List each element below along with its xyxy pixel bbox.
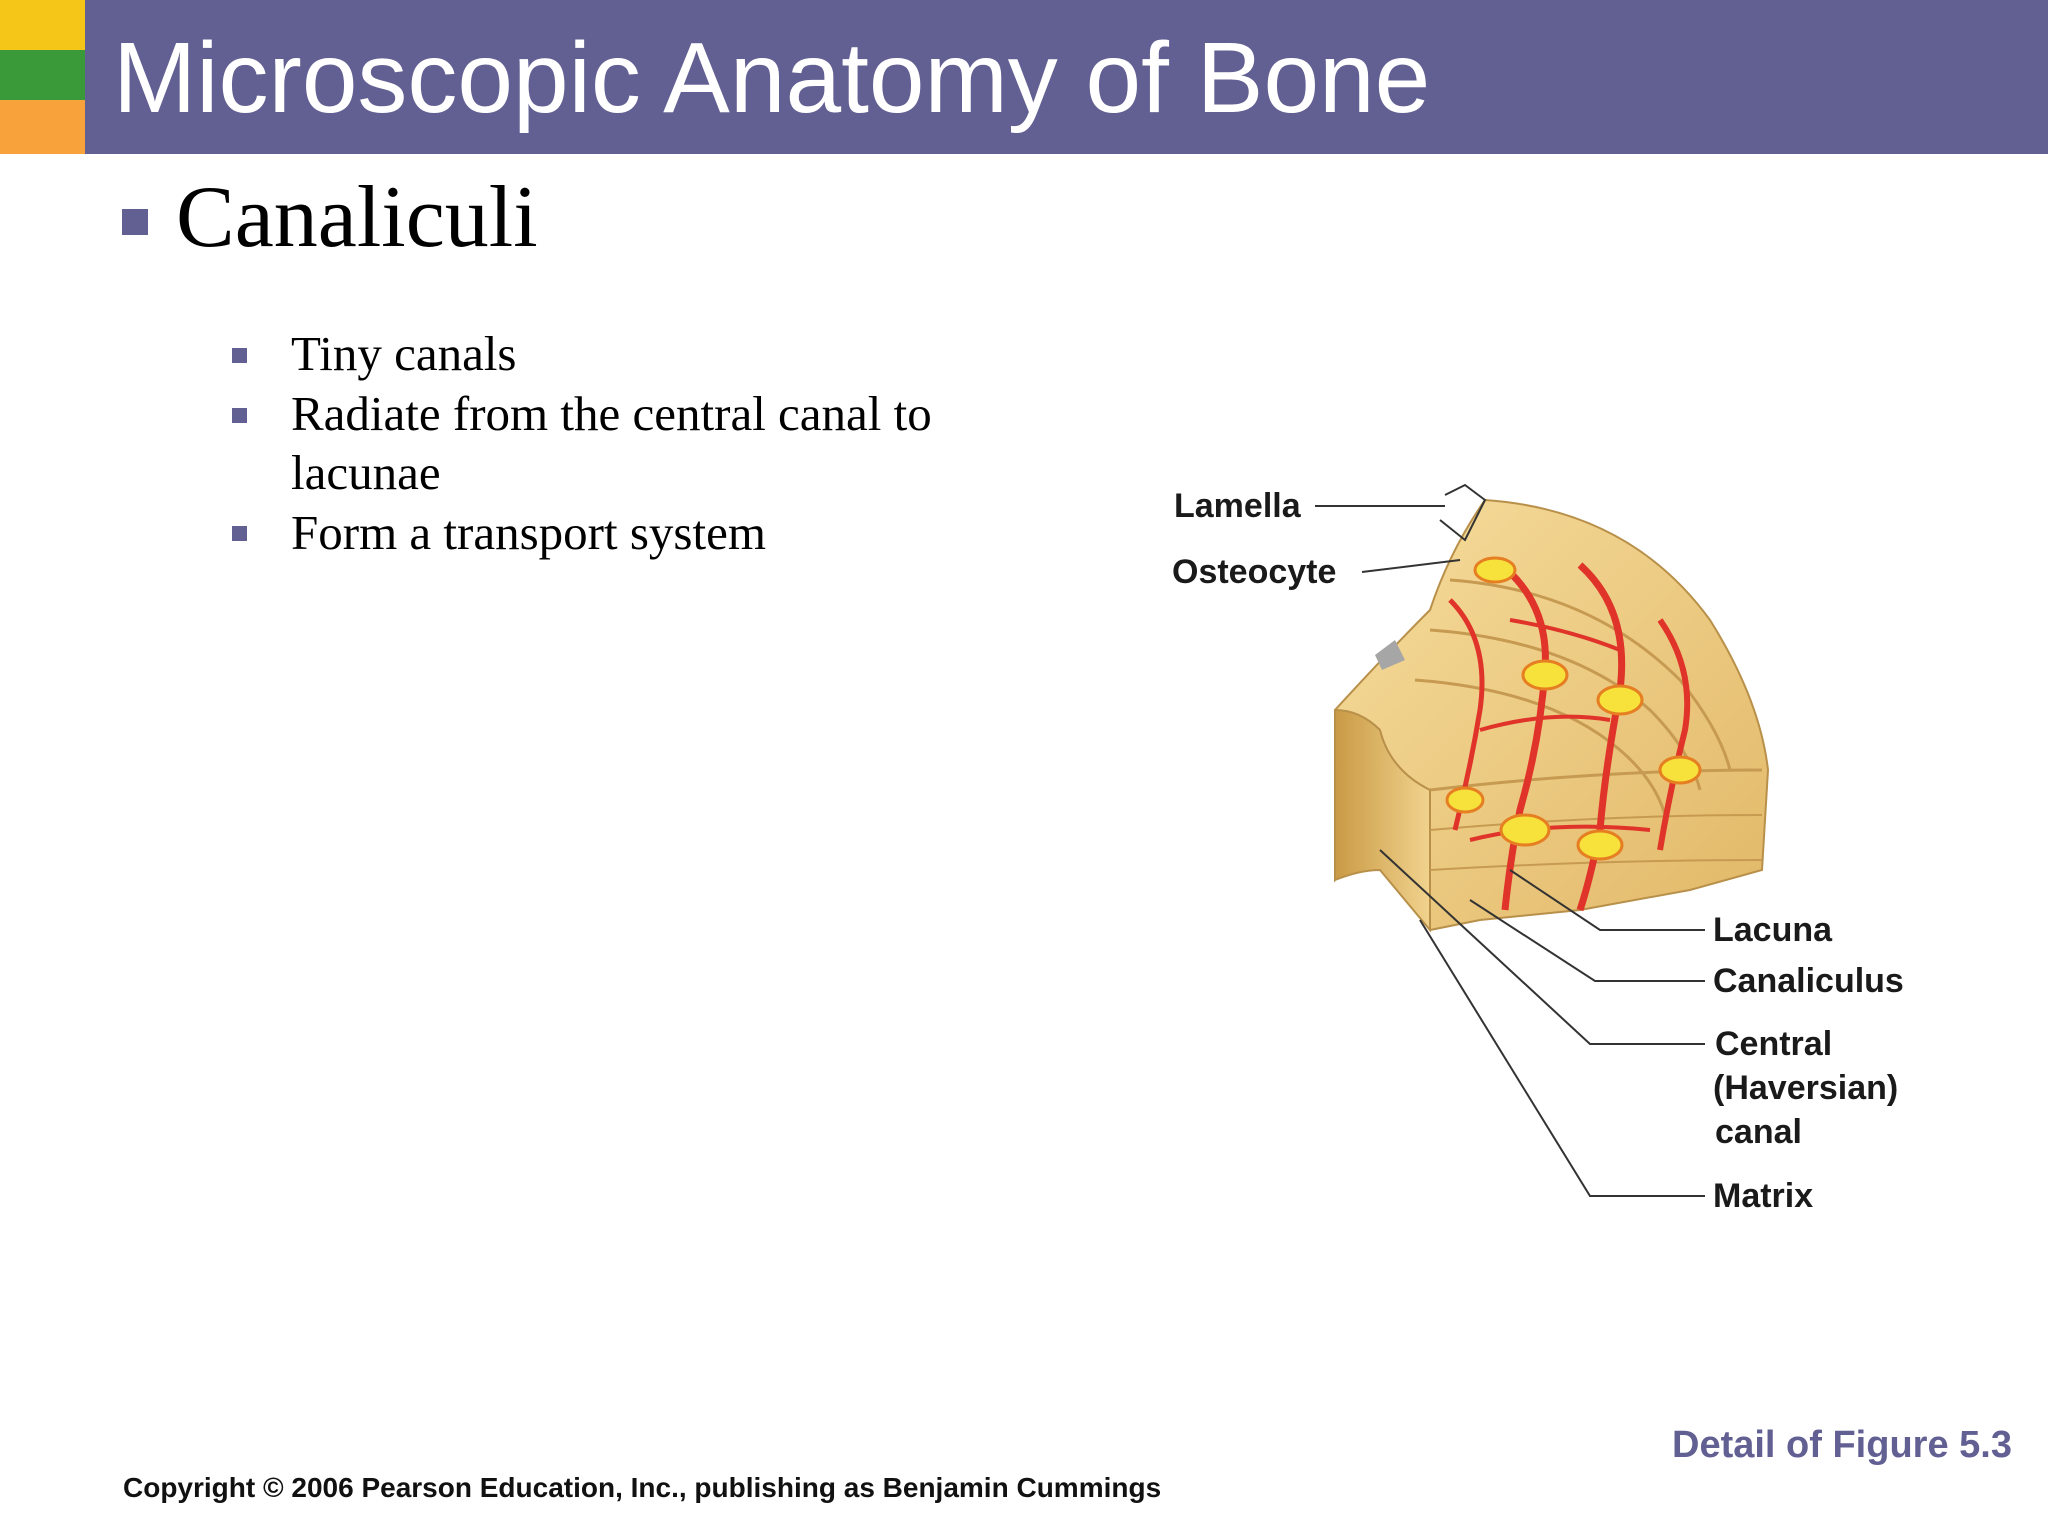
accent-stripe-orange (0, 100, 85, 154)
bullet-text: Form a transport system (291, 505, 766, 560)
slide-title: Microscopic Anatomy of Bone (113, 22, 1431, 134)
sub-bullet-icon (232, 408, 247, 423)
label-central-canal-line1: Central (1715, 1025, 1832, 1063)
leader-lines (1315, 483, 1705, 1197)
label-lamella: Lamella (1174, 487, 1302, 525)
title-bar (0, 0, 2048, 154)
copyright-notice: Copyright © 2006 Pearson Education, Inc.… (123, 1472, 1162, 1503)
label-central-canal-line2: (Haversian) (1713, 1069, 1898, 1107)
figure-reference: Detail of Figure 5.3 (1672, 1424, 2012, 1466)
slide-heading: Canaliculi (176, 169, 538, 266)
sub-bullet-icon (232, 348, 247, 363)
bone-wedge (1334, 498, 1770, 933)
accent-stripe-green (0, 50, 85, 100)
sub-bullet-icon (232, 526, 247, 541)
bullet-square-icon (122, 209, 148, 235)
label-matrix: Matrix (1713, 1177, 1813, 1215)
label-central-canal-line3: canal (1715, 1113, 1802, 1151)
label-canaliculus: Canaliculus (1713, 962, 1904, 1000)
bullet-text: Tiny canals (291, 326, 517, 381)
periosteum-fragment (1375, 640, 1405, 670)
accent-stripe-yellow (0, 0, 85, 50)
label-osteocyte: Osteocyte (1172, 553, 1336, 591)
osteon-diagram: Lamella Osteocyte Lacuna Canaliculus Cen… (1172, 483, 1904, 1215)
canaliculi-network (1445, 556, 1702, 912)
bullet-text-continuation: lacunae (291, 445, 441, 500)
label-lacuna: Lacuna (1713, 911, 1833, 949)
bullet-text: Radiate from the central canal to (291, 386, 932, 441)
